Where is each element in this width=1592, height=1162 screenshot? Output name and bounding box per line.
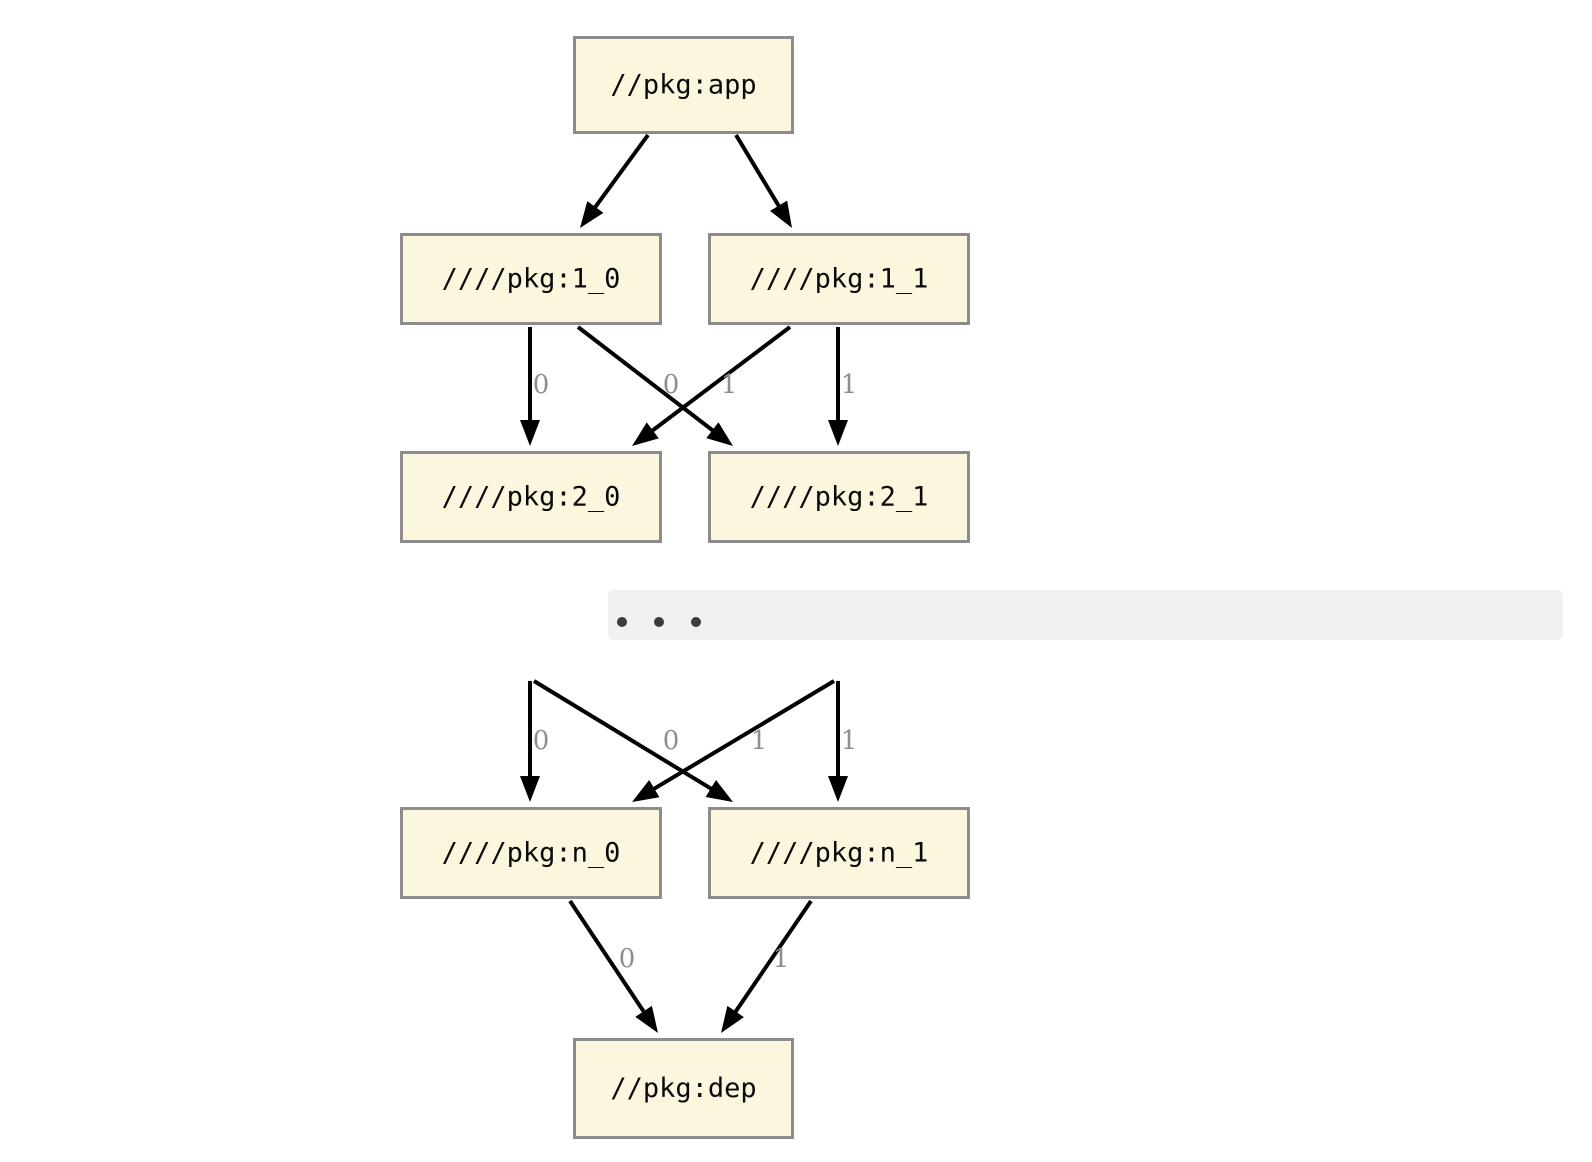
- edge-label: 1: [841, 726, 858, 756]
- node-label: ////pkg:2_1: [750, 482, 929, 513]
- edge-e-app-1_1: [734, 133, 792, 228]
- edge-label: 1: [751, 726, 768, 756]
- node-nn_0[interactable]: ////pkg:n_0: [400, 807, 662, 899]
- edge-line: [532, 679, 716, 793]
- edge-label: 0: [663, 726, 680, 756]
- edge-label: 0: [533, 370, 550, 400]
- node-label: ////pkg:2_0: [442, 482, 621, 513]
- edge-e-app-1_0: [580, 133, 650, 228]
- edge-arrowhead: [828, 420, 848, 446]
- truncation-band: [608, 590, 1563, 640]
- edge-e-dots-n_0: 0: [520, 681, 549, 802]
- edge-arrowhead: [635, 1005, 658, 1033]
- edge-e-dots2-n_1: 1: [828, 681, 857, 802]
- edge-arrowhead: [828, 776, 848, 802]
- ellipsis-dot-1: [654, 617, 664, 627]
- node-box[interactable]: [708, 807, 970, 899]
- node-nn_1[interactable]: ////pkg:n_1: [708, 807, 970, 899]
- node-box[interactable]: [573, 1038, 794, 1139]
- node-label: ////pkg:1_1: [750, 264, 929, 295]
- node-label: //pkg:dep: [610, 1073, 756, 1104]
- edge-arrowhead: [580, 201, 604, 228]
- node-dep[interactable]: //pkg:dep: [573, 1038, 794, 1139]
- edge-e-dots-n_1: 0: [532, 679, 733, 802]
- edge-line: [648, 325, 792, 435]
- edge-label: 1: [841, 370, 858, 400]
- edge-e-1_0-2_0: 0: [520, 327, 549, 446]
- edge-label: 0: [533, 726, 550, 756]
- edge-e-dots2-n_0: 1: [632, 679, 836, 802]
- edge-e-n_1-dep: 1: [721, 899, 813, 1033]
- node-n2_1[interactable]: ////pkg:2_1: [708, 451, 970, 543]
- ellipsis-dot-0: [617, 617, 627, 627]
- edge-label: 1: [773, 944, 790, 974]
- edges-layer: 0 0 1 1 0 0 1 1 0 1: [520, 133, 857, 1033]
- edge-arrowhead: [706, 422, 733, 446]
- node-n1_1[interactable]: ////pkg:1_1: [708, 233, 970, 325]
- node-box[interactable]: [708, 233, 970, 325]
- node-label: ////pkg:1_0: [442, 264, 621, 295]
- edge-line: [591, 133, 650, 212]
- edge-label: 1: [721, 370, 738, 400]
- edge-arrowhead: [520, 776, 540, 802]
- truncation-indicator: [608, 590, 1563, 640]
- edge-line: [568, 899, 648, 1016]
- edge-line: [734, 133, 783, 211]
- node-box[interactable]: [400, 451, 662, 543]
- edge-arrowhead: [632, 780, 660, 802]
- edge-arrowhead: [770, 200, 792, 228]
- edge-arrowhead: [520, 420, 540, 446]
- node-label: ////pkg:n_1: [750, 838, 929, 869]
- node-label: //pkg:app: [610, 70, 756, 101]
- nodes-layer: //pkg:app ////pkg:1_0 ////pkg:1_1 ////pkg:2…: [400, 36, 970, 1139]
- node-n1_0[interactable]: ////pkg:1_0: [400, 233, 662, 325]
- edge-line: [576, 325, 717, 435]
- edge-e-1_1-2_0: 1: [632, 325, 792, 446]
- edge-e-n_0-dep: 0: [568, 899, 658, 1033]
- edge-line: [731, 899, 813, 1016]
- edge-arrowhead: [632, 422, 659, 446]
- node-label: ////pkg:n_0: [442, 838, 621, 869]
- node-box[interactable]: [400, 807, 662, 899]
- node-n2_0[interactable]: ////pkg:2_0: [400, 451, 662, 543]
- node-box[interactable]: [400, 233, 662, 325]
- node-box[interactable]: [573, 36, 794, 134]
- node-app[interactable]: //pkg:app: [573, 36, 794, 134]
- edge-e-1_0-2_1: 0: [576, 325, 733, 446]
- edge-line: [649, 679, 836, 793]
- ellipsis-dot-2: [691, 617, 701, 627]
- edge-label: 0: [663, 370, 680, 400]
- edge-label: 0: [619, 944, 636, 974]
- edge-e-1_1-2_1: 1: [828, 327, 857, 446]
- edge-arrowhead: [721, 1005, 744, 1033]
- edge-arrowhead: [705, 779, 733, 802]
- node-box[interactable]: [708, 451, 970, 543]
